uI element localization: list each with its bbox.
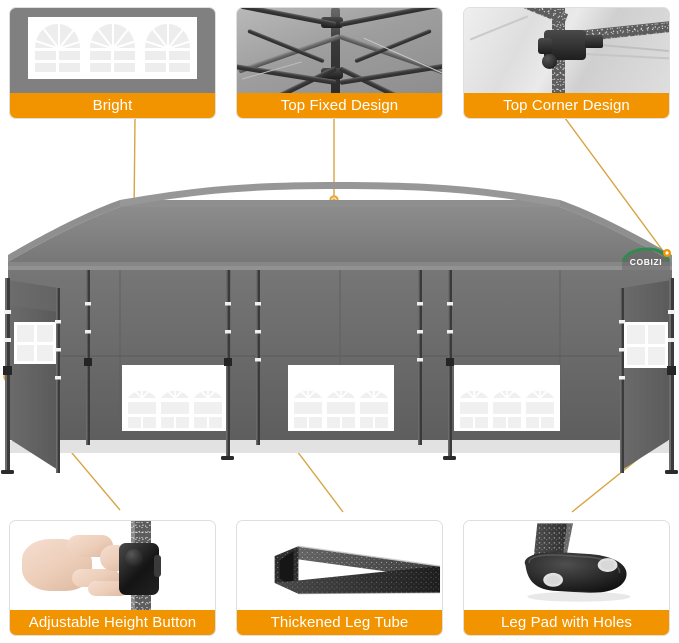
canopy-leg-height-button (3, 366, 12, 375)
canopy-leg (443, 270, 456, 460)
foot-plate-icon (464, 521, 669, 612)
canopy-leg-foot-pad (1, 470, 14, 474)
callout-card-top-fixed-design[interactable]: Top Fixed Design (236, 7, 443, 119)
canopy-leg-height-button (84, 358, 92, 366)
window-icon (87, 20, 138, 76)
canopy-leg-height-button (224, 358, 232, 366)
callout-card-bright[interactable]: Bright (9, 7, 216, 119)
callout-label-bright: Bright (10, 93, 215, 118)
canopy-leg-height-button (446, 358, 454, 366)
canopy-left-end-top (8, 280, 58, 312)
canopy-leg (1, 278, 14, 474)
frame-truss-icon (237, 8, 442, 95)
canopy-sidewall-window (454, 365, 560, 431)
callout-card-thickened-leg-tube[interactable]: Thickened Leg Tube (236, 520, 443, 636)
canopy-leg-foot-pad (665, 470, 678, 474)
callout-label-top-fixed-design: Top Fixed Design (237, 93, 442, 118)
hand-push-button-icon (10, 521, 215, 612)
canopy-leg-height-button (667, 366, 676, 375)
canopy-left-end-window-panes (17, 325, 53, 361)
canopy-right-end-wall (622, 280, 672, 470)
callout-card-leg-pad-with-holes[interactable]: Leg Pad with Holes (463, 520, 670, 636)
leg-foot-plate-photo (464, 521, 669, 612)
window-icon (141, 20, 193, 76)
corner-bracket-photo (464, 8, 669, 95)
callout-label-leg-pad-with-holes: Leg Pad with Holes (464, 610, 669, 635)
canopy-leg (417, 270, 423, 445)
callout-label-thickened-leg-tube: Thickened Leg Tube (237, 610, 442, 635)
corner-bracket-icon (464, 8, 669, 95)
canopy-leg (619, 288, 625, 473)
canopy-leg (84, 270, 92, 445)
canopy-roof-top (8, 207, 672, 266)
hand-pressing-leg-button-photo (10, 521, 215, 612)
canopy-sidewall-window (288, 365, 394, 431)
window-icon (32, 20, 84, 76)
canopy-leg (665, 278, 678, 474)
pop-up-canopy-tent: COBIZI (1, 182, 678, 474)
callout-card-top-corner-design[interactable]: Top Corner Design (463, 7, 670, 119)
callout-label-top-corner-design: Top Corner Design (464, 93, 669, 118)
canopy-frame-legs (1, 270, 678, 474)
callout-label-adjustable-height-button: Adjustable Height Button (10, 610, 215, 635)
canopy-roof-crown (120, 182, 560, 207)
canopy-sidewall-window-group (122, 365, 560, 431)
square-tube-icon (237, 521, 442, 612)
brand-logo-text: COBIZI (630, 257, 662, 267)
canopy-right-end-window-panes (627, 325, 665, 365)
square-leg-tube-photo (237, 521, 442, 612)
roof-frame-truss-photo (237, 8, 442, 95)
canopy-leg (255, 270, 261, 445)
canopy-inner-leg-tube (221, 270, 234, 460)
canopy-leg (55, 288, 61, 473)
sidewall-windows-photo (10, 8, 215, 95)
callout-card-adjustable-height-button[interactable]: Adjustable Height Button (9, 520, 216, 636)
canopy-sidewall-window (122, 365, 228, 431)
brand-logo: COBIZI (621, 247, 671, 270)
